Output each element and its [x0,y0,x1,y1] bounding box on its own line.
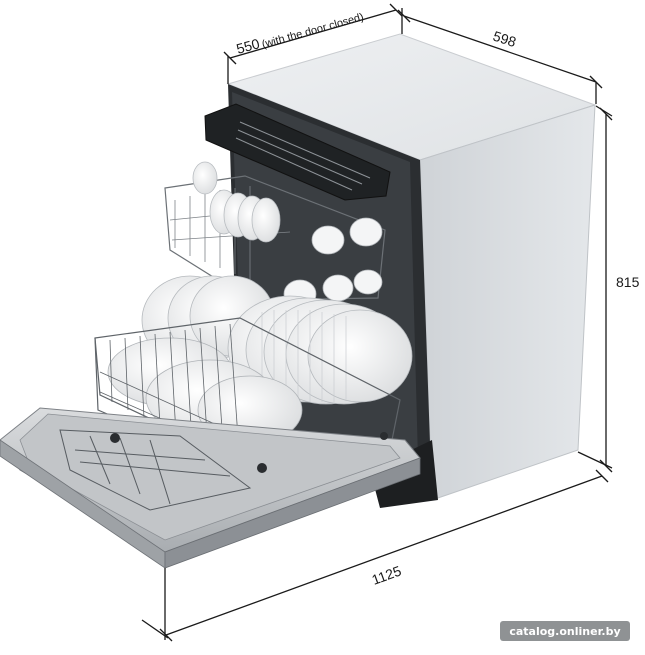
watermark-text: catalog.onliner.by [509,625,620,638]
lower-rack-plates [107,275,413,445]
upper-rack [164,161,386,309]
dimension-height: 815 [577,105,640,473]
depth-closed-value: 550 [235,35,262,57]
cabinet-side [419,104,596,501]
dishwasher-illustration [0,33,597,569]
dimension-width: 598 [397,9,603,104]
width-value: 598 [491,28,518,51]
height-value: 815 [616,274,640,290]
depth-closed-note: (with the door closed) [261,11,366,51]
open-door [0,407,421,569]
depth-open-value: 1125 [370,562,404,587]
watermark: catalog.onliner.by [500,621,630,641]
